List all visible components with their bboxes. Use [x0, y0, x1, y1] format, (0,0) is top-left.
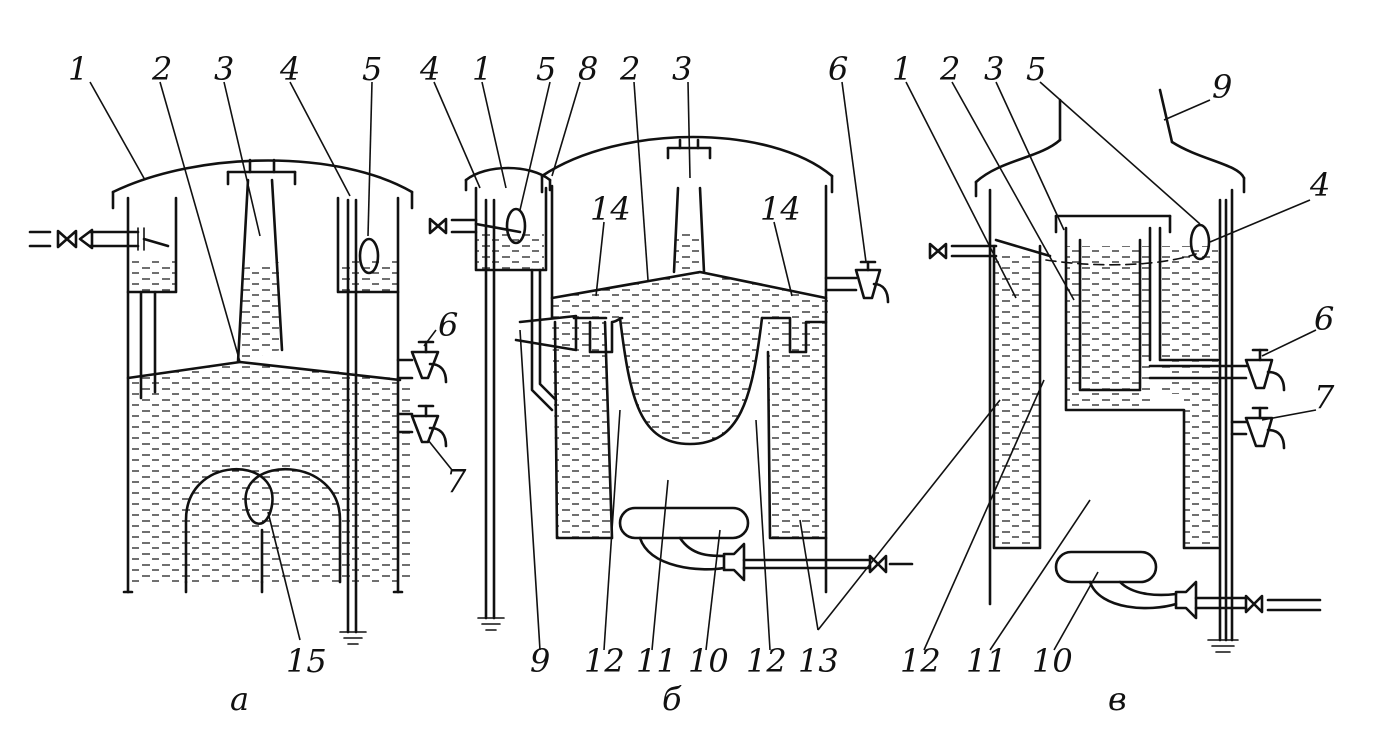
panel-b-labels: 4 1 5 8 2 3 6 14 14 9 12 11 10 12 13 б — [419, 50, 848, 718]
label-2: 2 — [939, 50, 960, 88]
panel-caption-b: б — [662, 680, 682, 718]
label-4: 4 — [1309, 166, 1330, 204]
label-3: 3 — [984, 50, 1004, 88]
label-15: 15 — [286, 642, 327, 680]
panel-b-diagram — [428, 81, 1001, 651]
label-6: 6 — [828, 50, 848, 88]
label-2: 2 — [151, 50, 172, 88]
label-1: 1 — [68, 50, 88, 88]
label-14-right: 14 — [760, 190, 801, 228]
label-9: 9 — [1212, 68, 1232, 106]
label-8: 8 — [578, 50, 598, 88]
label-10: 10 — [1032, 642, 1073, 680]
label-10: 10 — [688, 642, 729, 680]
label-13: 13 — [798, 642, 839, 680]
label-5: 5 — [536, 50, 556, 88]
label-12: 12 — [900, 642, 941, 680]
label-7: 7 — [446, 462, 467, 500]
label-1: 1 — [892, 50, 912, 88]
label-6: 6 — [1314, 300, 1334, 338]
label-11: 11 — [966, 642, 1007, 680]
label-11: 11 — [636, 642, 677, 680]
label-2: 2 — [619, 50, 640, 88]
label-9: 9 — [530, 642, 550, 680]
label-4: 4 — [279, 50, 300, 88]
panel-caption-a: а — [230, 680, 249, 718]
label-5: 5 — [1026, 50, 1046, 88]
label-6: 6 — [438, 306, 458, 344]
label-1: 1 — [472, 50, 492, 88]
label-12: 12 — [584, 642, 625, 680]
label-7: 7 — [1314, 378, 1335, 416]
panel-caption-c: в — [1108, 680, 1127, 718]
panel-a-diagram — [28, 81, 453, 645]
panel-c-diagram — [905, 81, 1322, 653]
panel-c-labels: 1 2 3 5 9 4 6 7 12 11 10 в — [892, 50, 1335, 718]
label-3: 3 — [214, 50, 234, 88]
label-4: 4 — [419, 50, 440, 88]
label-12b: 12 — [746, 642, 787, 680]
panel-a-labels: 1 2 3 4 5 6 7 15 а — [68, 50, 467, 718]
label-14-left: 14 — [590, 190, 631, 228]
label-3: 3 — [672, 50, 692, 88]
label-5: 5 — [362, 50, 382, 88]
